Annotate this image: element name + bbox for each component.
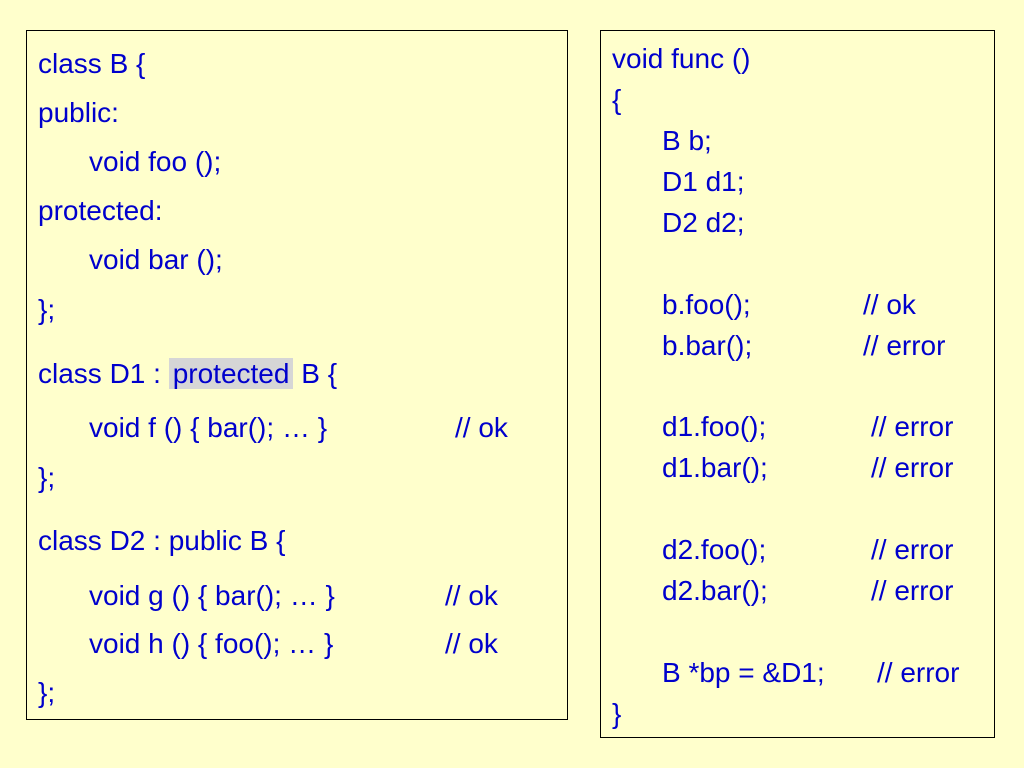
code-line: d2.bar(); bbox=[662, 575, 768, 606]
code-line: d2.foo(); bbox=[662, 534, 767, 565]
highlighted-keyword: protected bbox=[168, 358, 294, 389]
code-text: class D1 : bbox=[38, 358, 169, 389]
code-line: }; bbox=[38, 462, 56, 493]
code-line: void h () { foo(); … } bbox=[89, 628, 334, 659]
code-comment: // error bbox=[863, 330, 946, 361]
code-panel-func: void func () { B b; D1 d1; D2 d2; b.foo(… bbox=[600, 30, 995, 738]
code-comment: // error bbox=[871, 534, 954, 565]
code-line: }; bbox=[38, 294, 56, 325]
code-line: D1 d1; bbox=[662, 166, 745, 197]
code-comment: // ok bbox=[445, 580, 498, 611]
code-line: protected: bbox=[38, 195, 163, 226]
code-line: } bbox=[612, 698, 622, 729]
code-line: b.bar(); bbox=[662, 330, 753, 361]
code-comment: // error bbox=[871, 575, 954, 606]
code-comment: // error bbox=[871, 452, 954, 483]
code-line: B *bp = &D1; bbox=[662, 657, 825, 688]
code-line: B b; bbox=[662, 125, 712, 156]
code-comment: // error bbox=[871, 411, 954, 442]
code-line: }; bbox=[38, 677, 56, 708]
code-line: void bar (); bbox=[89, 244, 223, 275]
code-line: b.foo(); bbox=[662, 289, 751, 320]
code-comment: // error bbox=[877, 657, 960, 688]
code-line: d1.bar(); bbox=[662, 452, 768, 483]
code-line-d1-declaration: class D1 : protected B { bbox=[38, 357, 337, 391]
code-line: d1.foo(); bbox=[662, 411, 767, 442]
code-line: void f () { bar(); … } bbox=[89, 412, 328, 443]
code-line: void func () bbox=[612, 43, 751, 74]
code-line: class D2 : public B { bbox=[38, 525, 286, 556]
code-comment: // ok bbox=[455, 412, 508, 443]
code-text: B { bbox=[293, 358, 338, 389]
code-line: class B { bbox=[38, 48, 146, 79]
code-comment: // ok bbox=[863, 289, 916, 320]
code-line: public: bbox=[38, 97, 119, 128]
code-line: { bbox=[612, 84, 622, 115]
code-line: void foo (); bbox=[89, 146, 222, 177]
code-line: D2 d2; bbox=[662, 207, 745, 238]
code-panel-classes: class B { public: void foo (); protected… bbox=[26, 30, 568, 720]
code-line: void g () { bar(); … } bbox=[89, 580, 335, 611]
code-comment: // ok bbox=[445, 628, 498, 659]
